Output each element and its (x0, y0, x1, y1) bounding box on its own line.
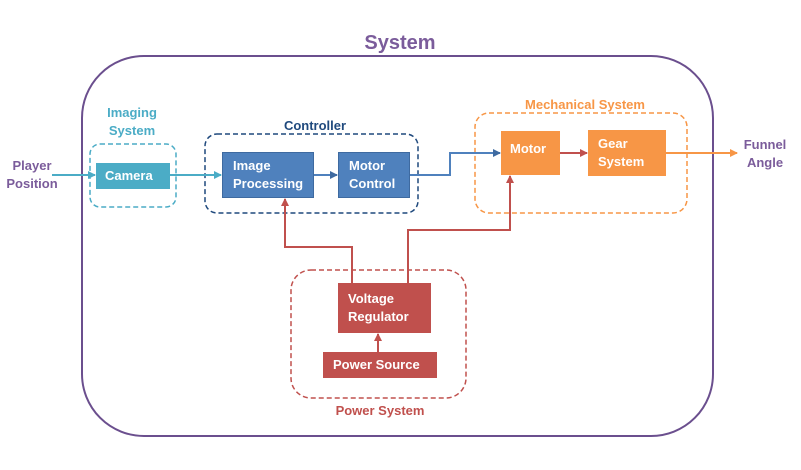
motor-block: Motor (501, 131, 560, 175)
imaging-system-label: Imaging System (107, 105, 157, 138)
image-processing-block: Image Processing (222, 152, 314, 198)
funnel-angle-label: Funnel Angle (743, 137, 787, 170)
mechanical-system-boundary (474, 112, 688, 214)
voltage-regulator-block: Voltage Regulator (338, 283, 431, 333)
power-system-label: Power System (335, 403, 425, 418)
gear-system-block: Gear System (588, 130, 666, 176)
power-source-block: Power Source (323, 352, 437, 378)
regulator-to-motor-arrow (407, 175, 514, 283)
controller-boundary (204, 133, 419, 214)
player-position-label: Player Position (6, 158, 58, 191)
regulator-to-image-processing-arrow (281, 198, 353, 283)
system-boundary (81, 55, 714, 437)
system-title: System (364, 32, 436, 54)
camera-block: Camera (96, 163, 170, 189)
power-system-boundary (290, 269, 467, 399)
motor-control-block: Motor Control (338, 152, 410, 198)
controller-label: Controller (283, 118, 347, 133)
motor-control-to-motor-arrow (410, 149, 501, 176)
mechanical-system-label: Mechanical System (525, 97, 645, 112)
